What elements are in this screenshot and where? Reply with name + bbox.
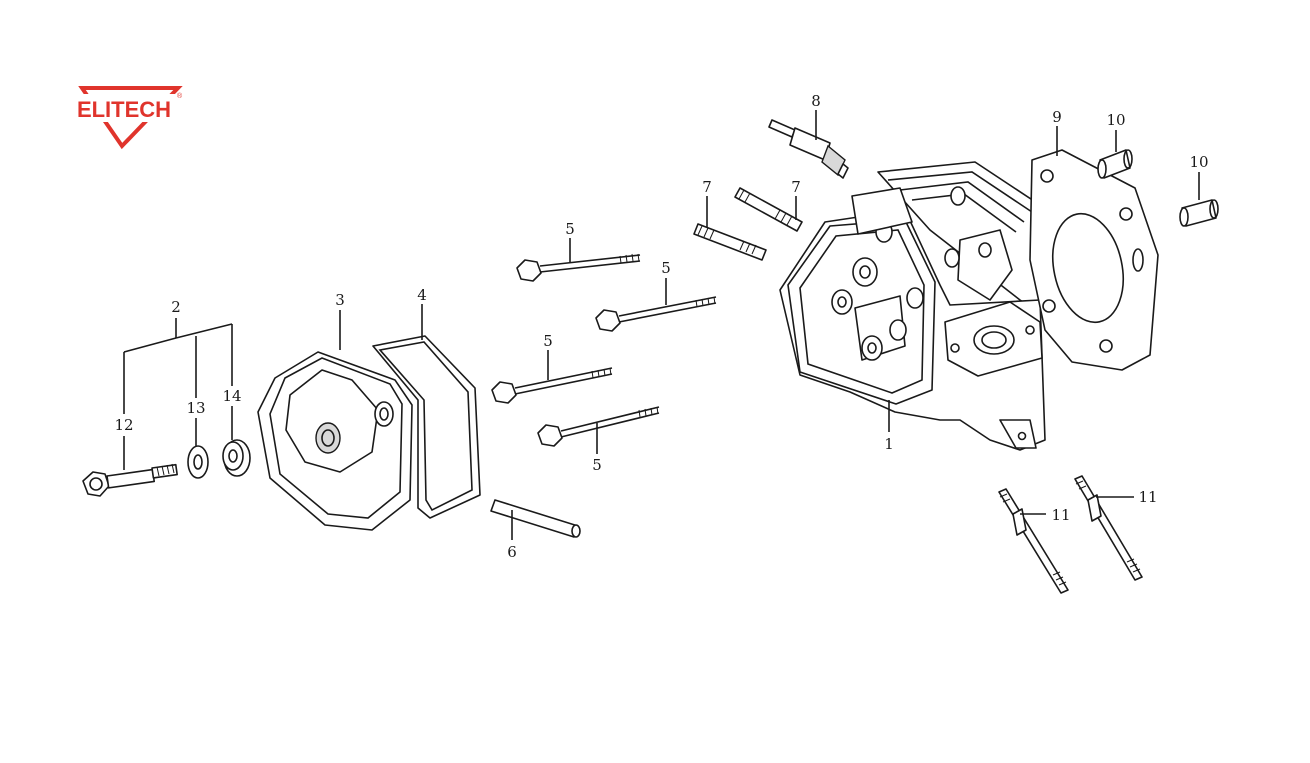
callout-7-a: 7 xyxy=(702,178,712,196)
part-13-washer xyxy=(187,445,209,479)
callout-3: 3 xyxy=(335,291,345,309)
callout-5-d: 5 xyxy=(592,456,602,474)
callout-2: 2 xyxy=(171,298,181,316)
callout-9: 9 xyxy=(1052,108,1062,126)
part-4-gasket xyxy=(372,335,481,519)
part-1-cylinder-head xyxy=(779,161,1061,451)
part-5-bolt-a xyxy=(516,253,641,282)
callout-5-b: 5 xyxy=(661,259,671,277)
part-3-valve-cover xyxy=(257,351,413,531)
callout-5-a: 5 xyxy=(565,220,575,238)
part-11-stud-a xyxy=(998,488,1069,594)
part-5-bolt-b xyxy=(595,296,717,332)
callout-11-b: 11 xyxy=(1138,488,1157,506)
part-5-bolt-d xyxy=(537,406,660,447)
elitech-logo: ELITECH ® xyxy=(72,86,183,150)
callout-4: 4 xyxy=(417,286,427,304)
callout-8: 8 xyxy=(811,92,821,110)
part-10-dowel-a xyxy=(1097,149,1133,179)
callout-11-a: 11 xyxy=(1051,506,1070,524)
part-7-stud-b xyxy=(734,187,803,232)
part-10-dowel-b xyxy=(1179,199,1219,227)
part-14-grommet xyxy=(222,439,251,477)
callout-10-a: 10 xyxy=(1106,111,1125,129)
callout-7-b: 7 xyxy=(791,178,801,196)
part-5-bolt-c xyxy=(491,367,613,404)
logo-registered-mark: ® xyxy=(177,92,183,100)
part-6-pin xyxy=(490,499,581,538)
callout-13: 13 xyxy=(186,399,205,417)
callout-10-b: 10 xyxy=(1189,153,1208,171)
callout-14: 14 xyxy=(222,387,241,405)
callout-labels: 1 2 3 4 5 5 5 5 6 7 7 8 9 10 10 11 11 12… xyxy=(114,92,1208,561)
callout-12: 12 xyxy=(114,416,133,434)
part-9-head-gasket xyxy=(1029,149,1159,371)
logo-text: ELITECH xyxy=(77,97,171,122)
part-8-spark-plug xyxy=(768,119,849,179)
part-11-stud-b xyxy=(1074,475,1143,581)
part-7-stud-a xyxy=(693,223,767,261)
callout-6: 6 xyxy=(507,543,517,561)
callout-5-c: 5 xyxy=(543,332,553,350)
callout-1: 1 xyxy=(884,435,894,453)
leader-lines xyxy=(123,110,1200,540)
part-12-bolt xyxy=(82,463,178,497)
